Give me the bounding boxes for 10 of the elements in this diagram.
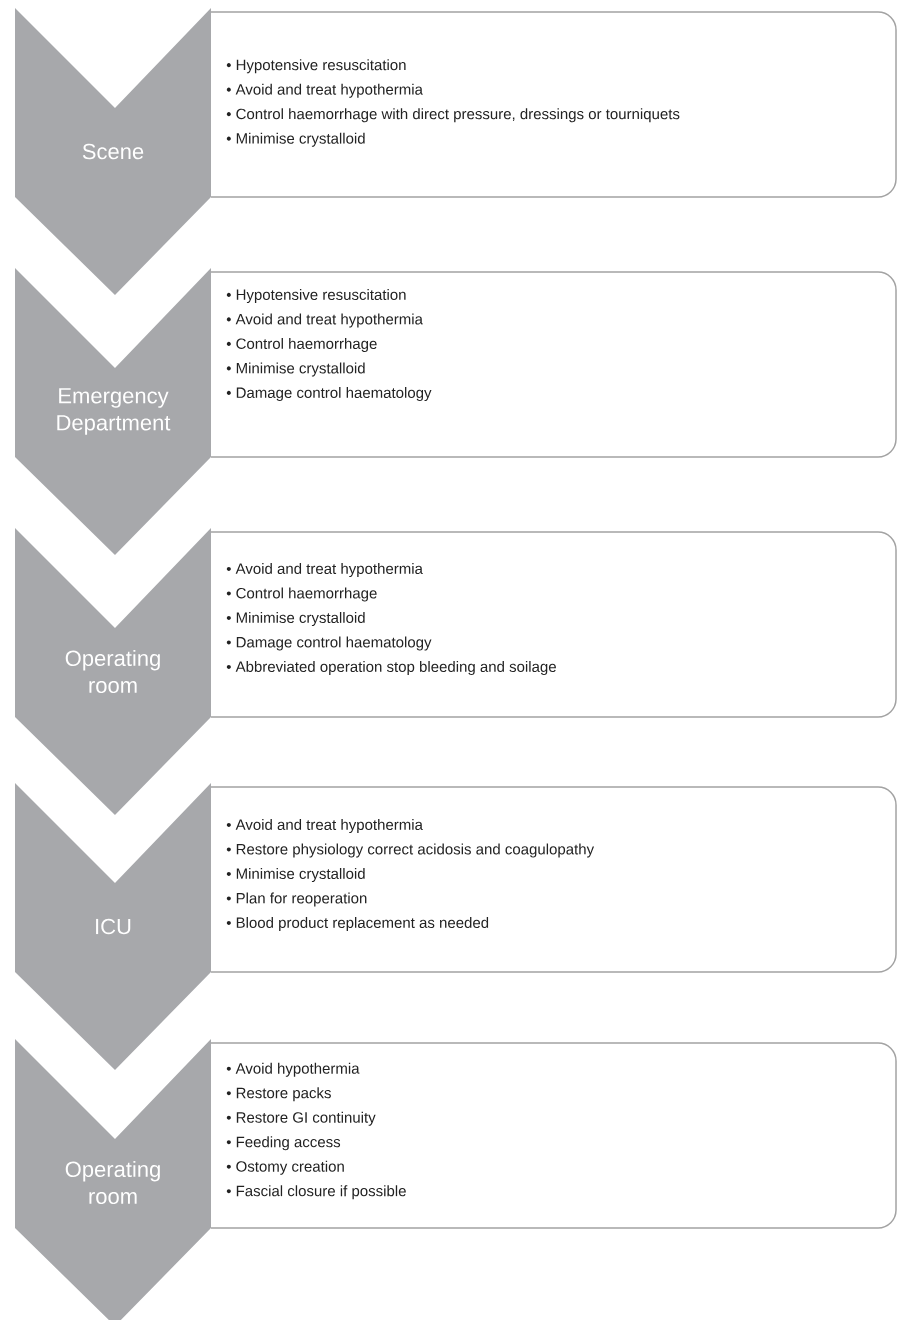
stage-banner: Operating room [15, 528, 211, 815]
stage-banner: ICU [15, 783, 211, 1070]
stage-banner: Emergency Department [15, 268, 211, 555]
stage-banner: Scene [15, 8, 211, 295]
stage-banner: Operating room [15, 1039, 211, 1320]
bullet-list-box: • Avoid and treat hypothermia • Restore physiology correct acidosis and coagulopathy • Minimise crystalloid • Plan for reoperation • Blood product replacement as needed [210, 786, 897, 973]
bullet-list-box: • Avoid and treat hypothermia • Control haemorrhage • Minimise crystalloid • Damage control haematology • Abbreviated operation stop bleeding and soilage [210, 531, 897, 718]
bullet-list-box: • Avoid hypothermia • Restore packs • Restore GI continuity • Feeding access • Ostomy creation • Fascial closure if possible [210, 1042, 897, 1229]
bullet-list-box: • Hypotensive resuscitation • Avoid and treat hypothermia • Control haemorrhage with direct pressure, dressings or tourniquets • Minimise crystalloid [210, 11, 897, 198]
bullet-list-box: • Hypotensive resuscitation • Avoid and treat hypothermia • Control haemorrhage • Minimise crystalloid • Damage control haematology [210, 271, 897, 458]
